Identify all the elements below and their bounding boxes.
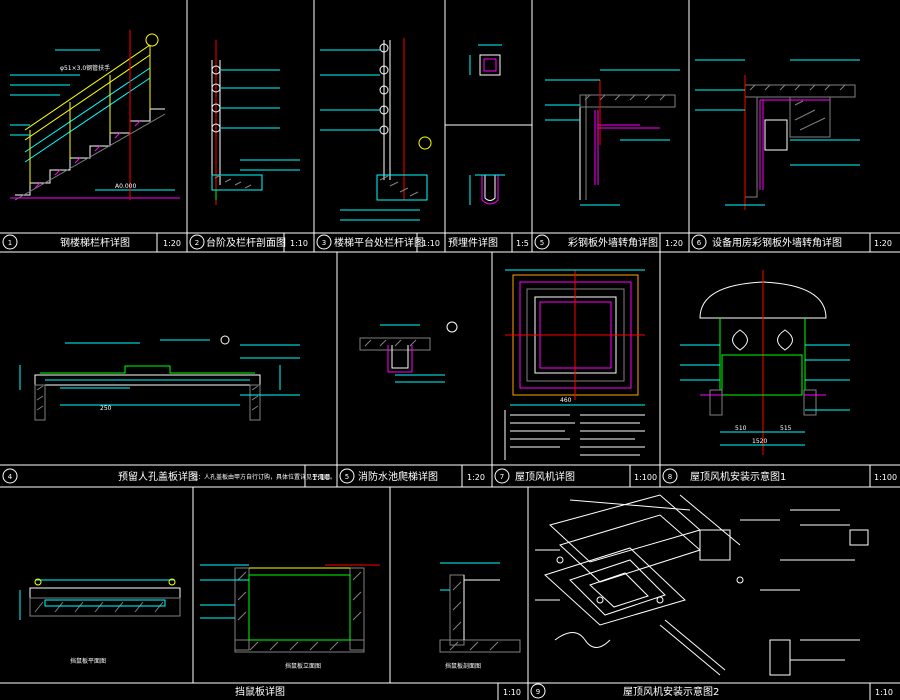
detail-scale: 1:20 — [467, 473, 485, 482]
detail-title: 预埋件详图 — [448, 236, 498, 249]
detail-title: 彩钢板外墙转角详图 — [568, 236, 658, 249]
dimension-label: 510 — [735, 425, 747, 432]
detail-scale: 1:10 — [290, 239, 308, 248]
roof-fan-install-2-drawing — [535, 494, 869, 676]
detail-note: 注：人孔盖板由甲方自行订购，具体位置详见平面图。 — [192, 473, 336, 481]
detail-number: 2 — [195, 239, 199, 247]
detail-scale: 1:20 — [163, 239, 181, 248]
equipment-room-corner-drawing — [695, 59, 860, 210]
detail-scale: 1:10 — [422, 239, 440, 248]
detail-scale: 1:10 — [875, 688, 893, 697]
detail-title: 挡鼠板详图 — [235, 685, 285, 698]
detail-title: 屋顶风机安装示意图1 — [690, 470, 786, 483]
detail-number: 8 — [668, 473, 672, 481]
elevation-label: 挡鼠板立面图 — [285, 662, 321, 670]
detail-number: 6 — [697, 239, 702, 247]
dimension-label: 515 — [780, 425, 792, 432]
detail-number: 3 — [322, 239, 326, 247]
dimension-label: 250 — [100, 405, 112, 412]
detail-scale: 1:20 — [665, 239, 683, 248]
detail-title: 设备用房彩钢板外墙转角详图 — [712, 236, 842, 249]
roof-fan-drawing — [504, 269, 645, 460]
detail-scale: 1:10 — [312, 473, 330, 482]
rat-guard-section-drawing — [439, 562, 521, 653]
detail-scale: 1:100 — [874, 473, 897, 482]
embedded-part-drawing — [469, 44, 505, 205]
drawing-sub-labels: 挡鼠板平面图 挡鼠板立面图 挡鼠板剖面图 510 515 1520 460 25… — [70, 397, 792, 670]
dimension-label: 460 — [560, 397, 572, 404]
title-strip-row-1: 1 钢楼梯栏杆详图 1:20 2 台阶及栏杆剖面图 1:10 3 楼梯平台处栏杆… — [2, 234, 892, 250]
fire-pool-ladder-drawing — [359, 321, 458, 383]
detail-number: 5 — [345, 473, 349, 481]
rat-guard-elevation-drawing — [200, 564, 380, 653]
detail-number: 5 — [540, 239, 544, 247]
title-strip-row-2: 4 预留人孔盖板详图 注：人孔盖板由甲方自行订购，具体位置详见平面图。 1:10… — [2, 468, 897, 484]
plan-label: 挡鼠板平面图 — [70, 657, 106, 665]
detail-title: 屋顶风机详图 — [515, 470, 575, 483]
svg-text:A0.000: A0.000 — [115, 183, 136, 190]
rat-guard-plan-drawing — [19, 578, 181, 620]
detail-scale: 1:5 — [516, 239, 529, 248]
detail-scale: 1:10 — [503, 688, 521, 697]
detail-title: 预留人孔盖板详图 — [118, 470, 198, 483]
detail-title: 钢楼梯栏杆详图 — [60, 236, 130, 249]
detail-number: 4 — [8, 473, 13, 481]
detail-scale: 1:20 — [874, 239, 892, 248]
detail-number: 7 — [500, 473, 504, 481]
detail-title: 消防水池爬梯详图 — [358, 470, 438, 483]
stair-railing-drawing: φ51×3.0钢管扶手 A0.000 — [10, 30, 180, 201]
detail-number: 1 — [8, 239, 12, 247]
section-label: 挡鼠板剖面图 — [445, 662, 481, 670]
roof-fan-install-1-drawing — [680, 270, 850, 455]
dimension-label: 1520 — [752, 438, 767, 445]
detail-title: 屋顶风机安装示意图2 — [623, 685, 719, 698]
steel-panel-corner-drawing — [545, 69, 680, 206]
step-railing-section-drawing — [211, 40, 300, 205]
title-strip-row-3: 挡鼠板详图 1:10 9 屋顶风机安装示意图2 1:10 — [235, 683, 893, 699]
manhole-cover-drawing — [19, 335, 300, 421]
detail-title: 台阶及栏杆剖面图 — [206, 236, 286, 249]
detail-title: 楼梯平台处栏杆详图 — [334, 236, 424, 249]
detail-number: 9 — [536, 688, 540, 696]
detail-scale: 1:100 — [634, 473, 657, 482]
platform-railing-drawing — [320, 38, 432, 221]
svg-text:φ51×3.0钢管扶手: φ51×3.0钢管扶手 — [60, 64, 110, 72]
